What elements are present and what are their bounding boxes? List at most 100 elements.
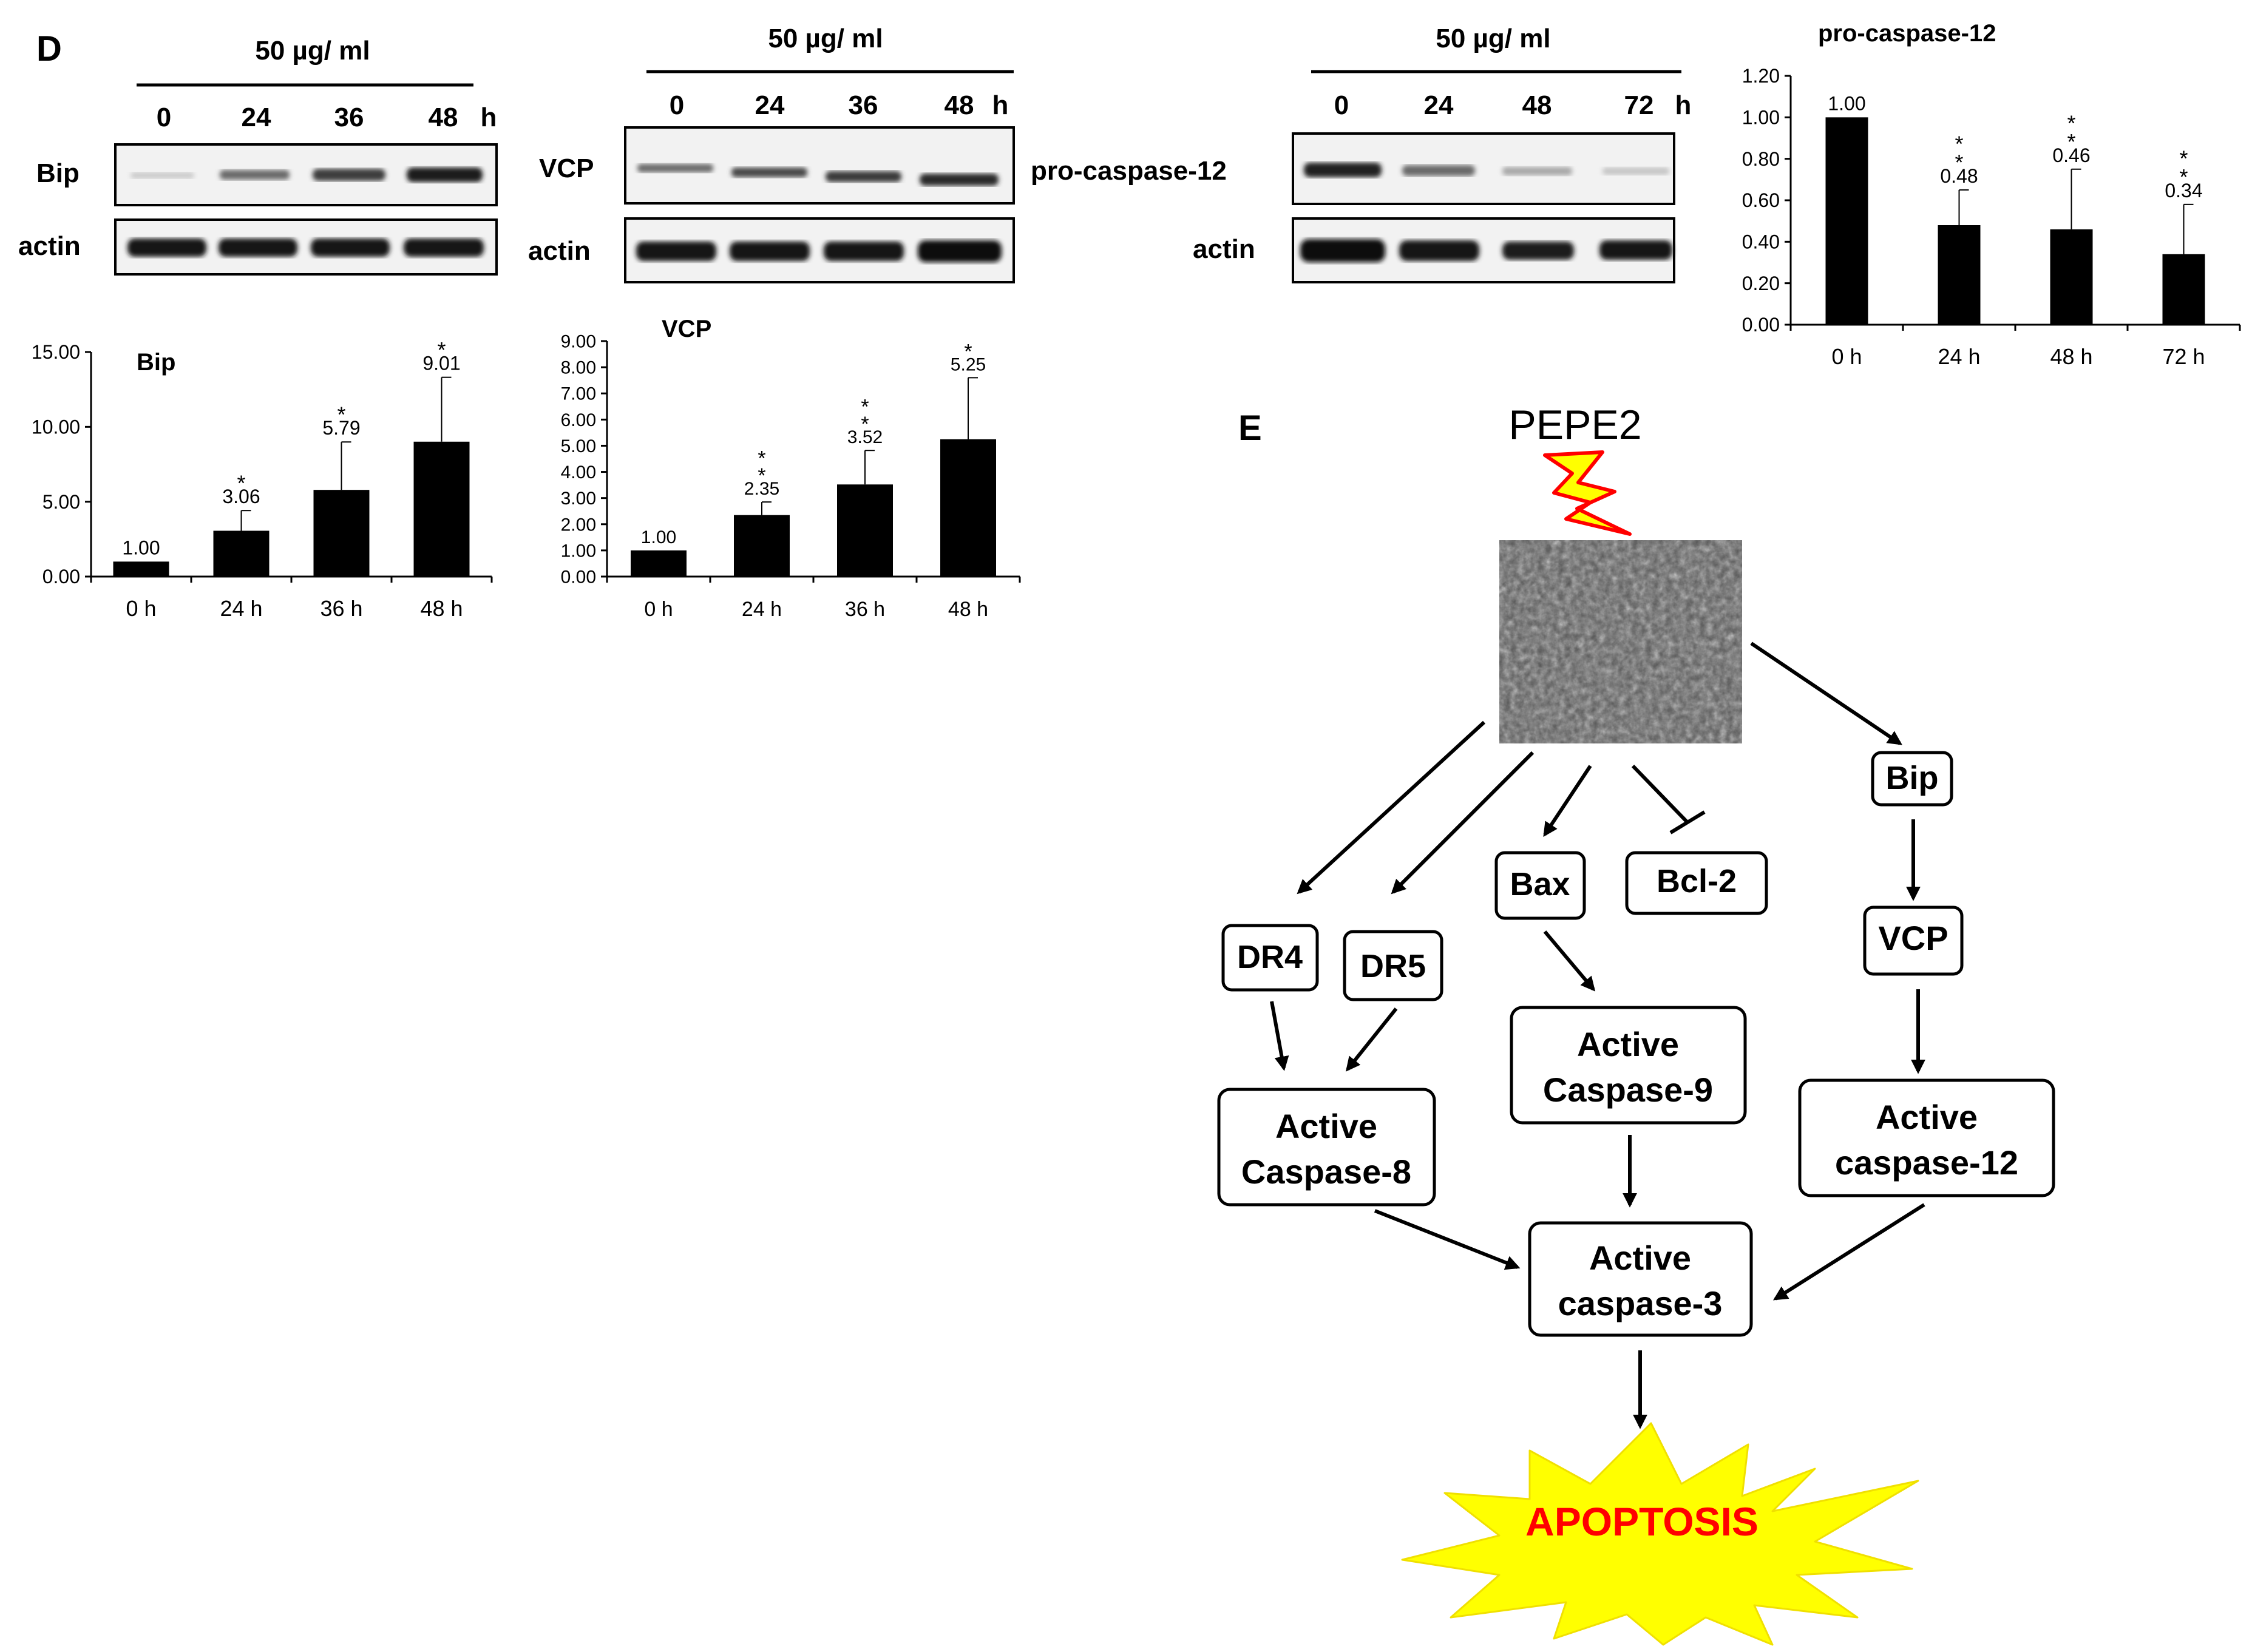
lane-label: 48 xyxy=(1522,90,1552,120)
y-tick-label: 9.00 xyxy=(561,332,596,352)
blot-band xyxy=(407,168,483,182)
blot-label-actin: actin xyxy=(18,231,81,261)
significance-mark: * xyxy=(2179,146,2188,171)
significance-mark: * xyxy=(337,402,345,427)
pathway-diagram: E PEPE2 Bip VCP Bax Bcl-2 DR4 DR5 xyxy=(1217,402,2055,1646)
x-tick-label: 0 h xyxy=(644,598,673,621)
blot-band xyxy=(1502,242,1574,260)
significance-mark: * xyxy=(758,447,765,470)
blot-band xyxy=(636,242,716,261)
node-caspase9-line2: Caspase-9 xyxy=(1543,1071,1713,1109)
blot-band xyxy=(731,168,807,177)
blot-label-vcp: VCP xyxy=(539,154,594,183)
y-tick-label: 1.00 xyxy=(1742,107,1780,129)
node-dr4-label: DR4 xyxy=(1237,939,1303,975)
y-tick-label: 7.00 xyxy=(561,384,596,404)
cell-micrograph-texture xyxy=(1499,540,1742,743)
y-tick-label: 5.00 xyxy=(42,491,80,513)
node-bax xyxy=(1494,851,1586,920)
y-tick-label: 5.00 xyxy=(561,436,596,456)
y-tick-label: 1.00 xyxy=(561,541,596,561)
x-tick-label: 48 h xyxy=(948,598,988,621)
node-caspase12-line1: Active xyxy=(1876,1098,1978,1136)
blot-band xyxy=(920,174,999,186)
blot-band xyxy=(824,242,904,261)
blot-band xyxy=(1599,240,1672,260)
y-tick-label: 0.00 xyxy=(42,566,80,587)
y-tick-label: 4.00 xyxy=(561,462,596,482)
blot-group-bip: 50 µg/ ml 0 24 36 48 h Bip actin xyxy=(18,36,498,276)
y-tick-label: 0.00 xyxy=(1742,314,1780,336)
significance-mark: * xyxy=(1955,132,1963,157)
blot-band xyxy=(918,240,1002,262)
significance-mark: * xyxy=(2067,111,2075,136)
data-label: 2.35 xyxy=(744,479,779,499)
bar xyxy=(2050,229,2093,325)
blot-band xyxy=(1304,163,1382,177)
x-tick-label: 24 h xyxy=(742,598,782,621)
bar xyxy=(1938,225,1981,325)
bar xyxy=(113,561,169,577)
node-caspase8-line1: Active xyxy=(1275,1107,1377,1145)
blot-band xyxy=(313,169,385,181)
concentration-label: 50 µg/ ml xyxy=(1436,24,1550,53)
node-caspase9 xyxy=(1510,1006,1747,1125)
significance-mark: * xyxy=(2179,164,2188,189)
node-caspase8-line2: Caspase-8 xyxy=(1241,1153,1411,1191)
x-tick-label: 0 h xyxy=(1831,344,1862,369)
chart-title: pro-caspase-12 xyxy=(1818,20,1996,47)
blot-band xyxy=(127,239,206,257)
data-label: 1.00 xyxy=(1828,92,1865,114)
blot-band xyxy=(826,171,901,182)
blot-band xyxy=(730,242,810,261)
data-label: 3.06 xyxy=(222,486,260,507)
y-tick-label: 0.80 xyxy=(1742,148,1780,170)
lane-label: 48 xyxy=(429,103,458,132)
lane-unit: h xyxy=(1675,90,1692,120)
data-label: 0.34 xyxy=(2165,180,2202,201)
node-caspase9-line1: Active xyxy=(1577,1025,1679,1063)
data-label: 0.48 xyxy=(1940,165,1978,187)
data-label: 1.00 xyxy=(641,527,676,547)
significance-mark: * xyxy=(2067,129,2075,154)
lane-label: 48 xyxy=(945,90,974,120)
y-tick-label: 15.00 xyxy=(32,341,80,363)
lane-label: 0 xyxy=(157,103,171,132)
node-caspase12-line2: caspase-12 xyxy=(1835,1143,2018,1182)
bar xyxy=(213,530,270,577)
data-label: 0.46 xyxy=(2052,144,2090,166)
blot-band xyxy=(311,239,390,257)
blot-band xyxy=(219,239,297,257)
x-tick-label: 48 h xyxy=(2050,344,2092,369)
blot-band xyxy=(637,164,713,172)
pepe2-label: PEPE2 xyxy=(1508,402,1641,448)
data-label: 9.01 xyxy=(422,353,460,374)
bar xyxy=(313,490,370,577)
blot-label-actin: actin xyxy=(528,236,591,266)
significance-mark: * xyxy=(437,337,446,362)
node-caspase3-line1: Active xyxy=(1589,1239,1691,1277)
x-tick-label: 24 h xyxy=(220,596,262,621)
node-dr4 xyxy=(1221,924,1319,992)
lane-label: 24 xyxy=(755,90,785,120)
bar xyxy=(413,441,470,577)
significance-mark: * xyxy=(758,464,765,487)
significance-mark: * xyxy=(964,340,972,363)
y-tick-label: 0.00 xyxy=(561,567,596,587)
data-label: 5.79 xyxy=(322,417,360,439)
y-tick-label: 0.40 xyxy=(1742,231,1780,253)
blot-band xyxy=(131,172,194,178)
x-tick-label: 24 h xyxy=(1938,344,1980,369)
node-caspase12 xyxy=(1798,1078,2055,1197)
significance-mark: * xyxy=(1955,150,1963,175)
blot-band xyxy=(220,170,290,180)
node-bax-label: Bax xyxy=(1510,866,1570,902)
significance-mark: * xyxy=(861,413,869,436)
node-bip-label: Bip xyxy=(1886,760,1939,796)
bar-chart-procaspase12: pro-caspase-120.000.200.400.600.801.001.… xyxy=(1742,20,2241,369)
blot-label-procaspase12: pro-caspase-12 xyxy=(1031,156,1227,186)
lightning-bolt-icon xyxy=(1543,450,1632,536)
panel-label-e: E xyxy=(1238,408,1262,448)
y-tick-label: 1.20 xyxy=(1742,65,1780,87)
